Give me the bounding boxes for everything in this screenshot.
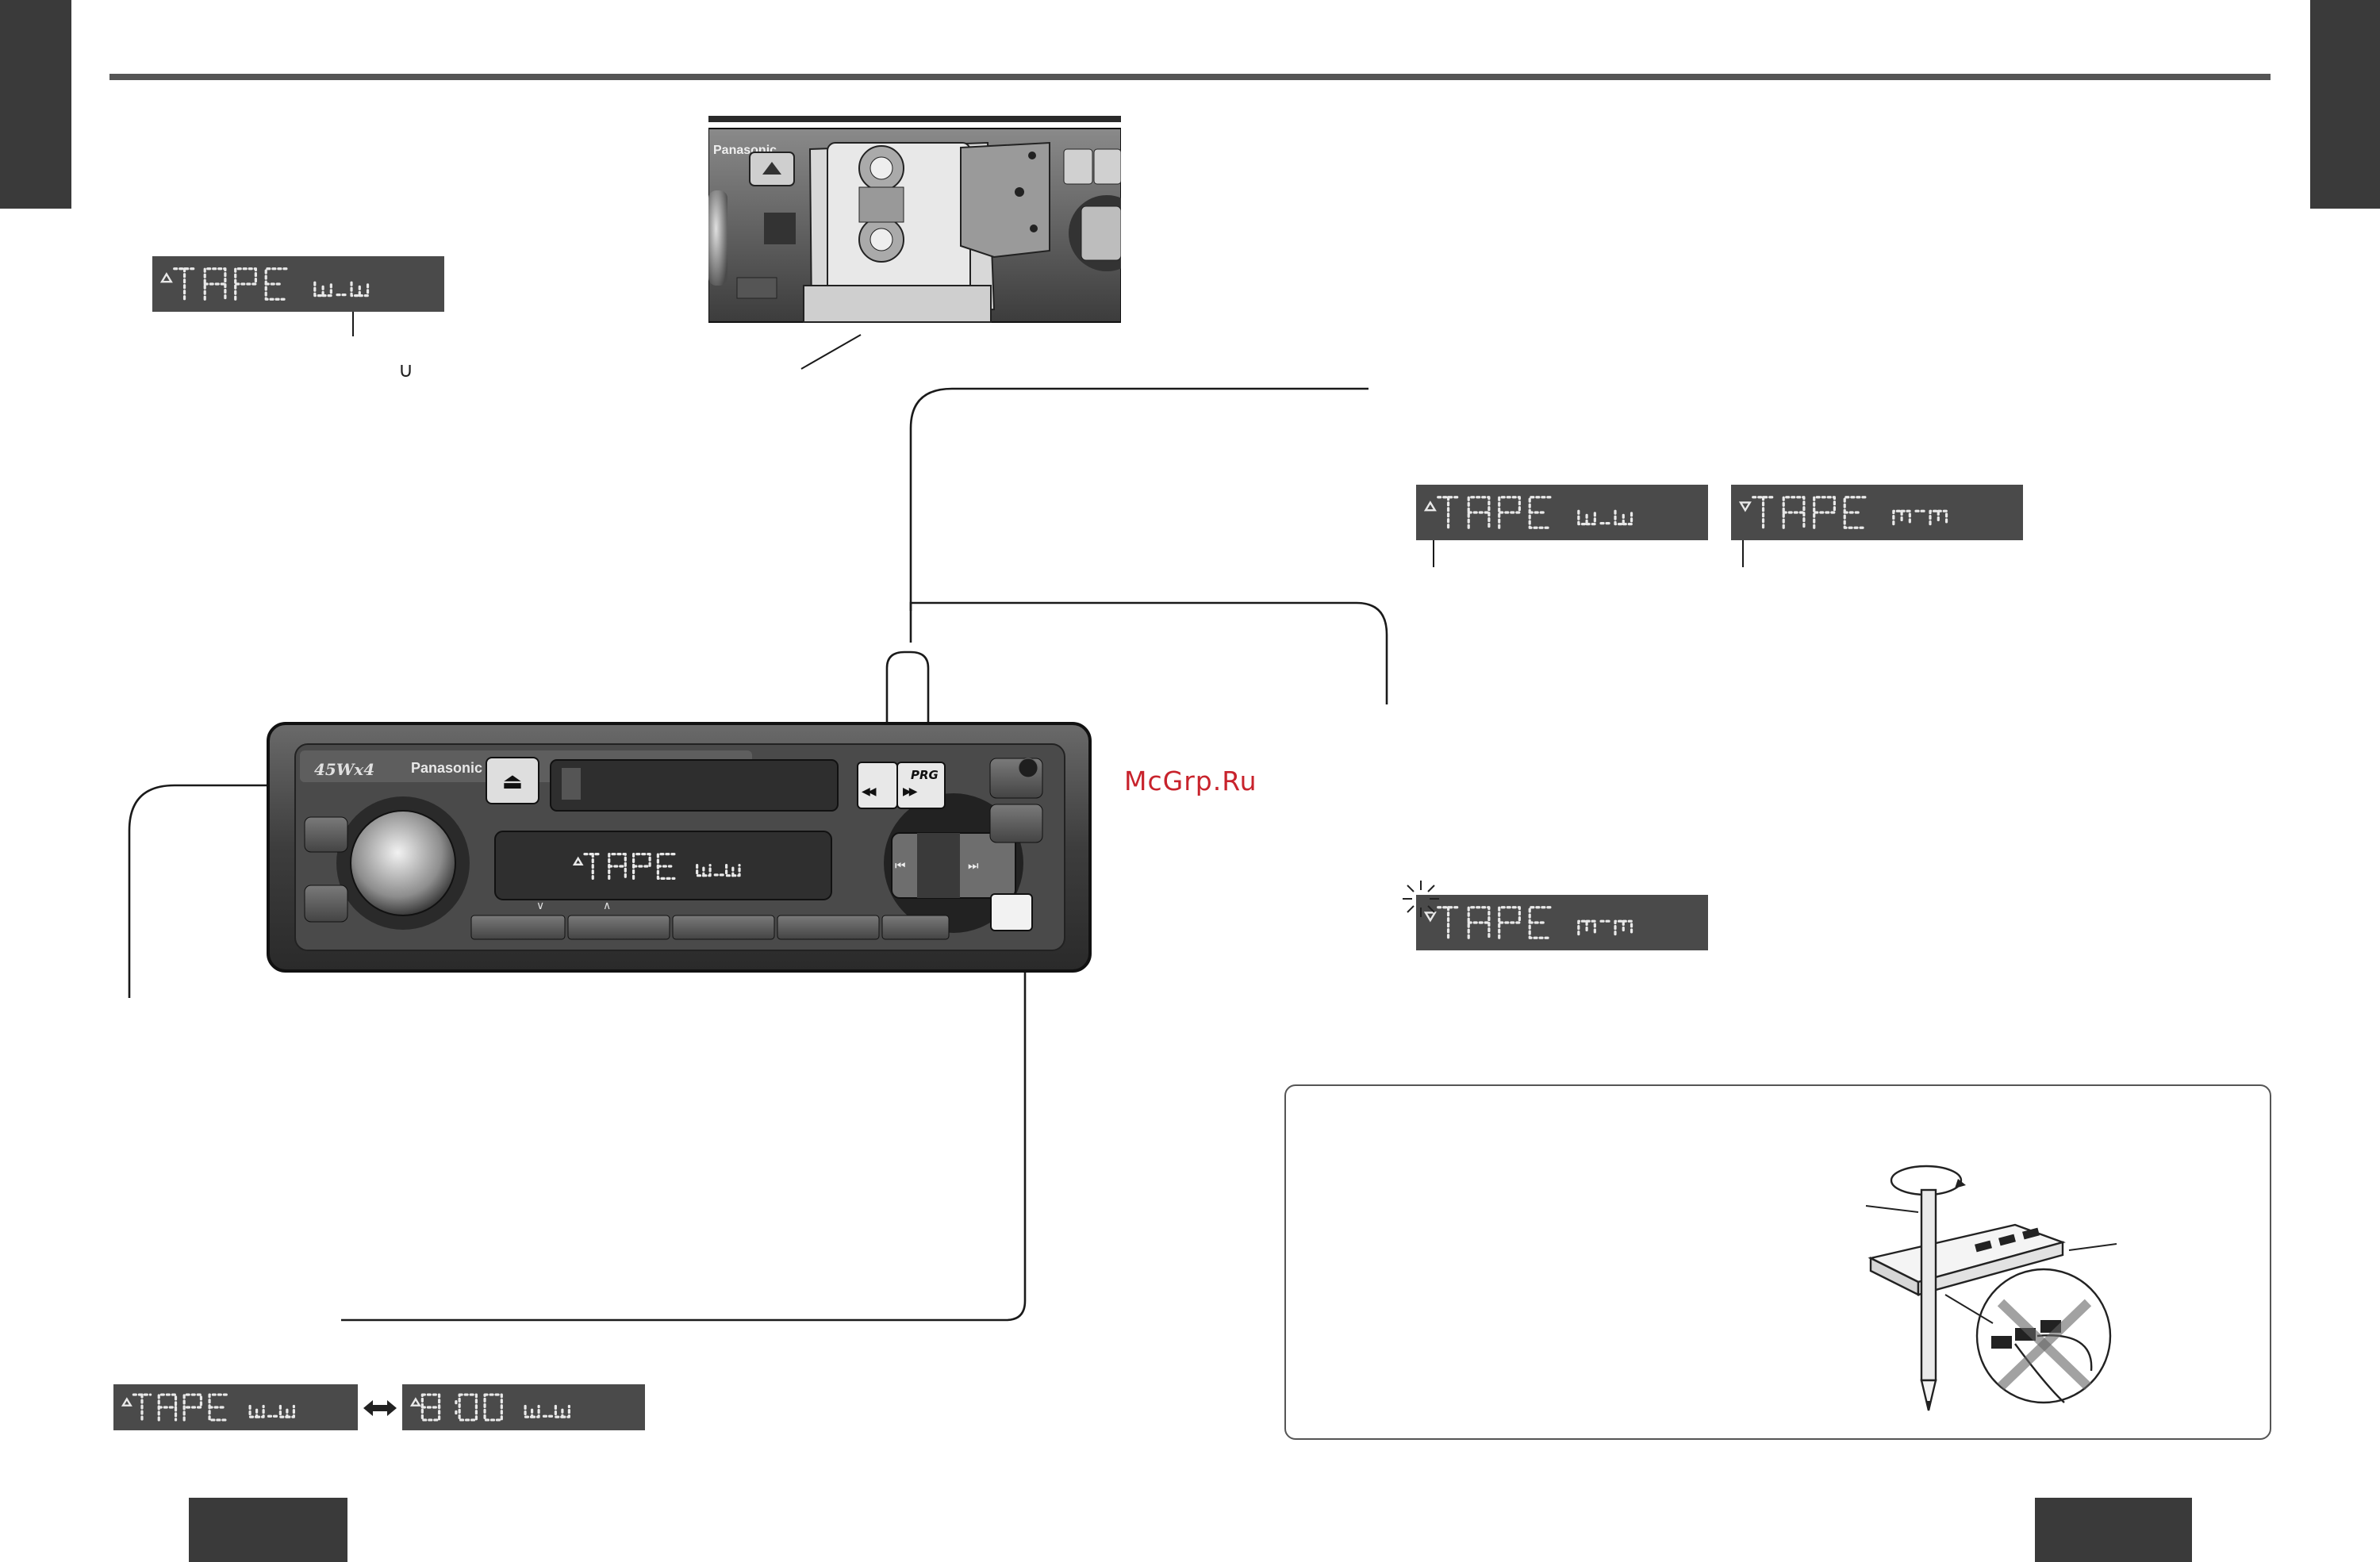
lcd-segments <box>409 1384 645 1430</box>
tape-direction-up-icon <box>1423 501 1437 512</box>
lcd-segments <box>1423 485 1708 540</box>
rewind-button[interactable]: ◀◀ <box>857 762 898 809</box>
mode-button[interactable] <box>990 893 1033 931</box>
brand-logo: Panasonic <box>411 760 483 776</box>
next-track-icon[interactable]: ⏭ <box>968 858 979 873</box>
lcd-segment <box>1894 511 1902 524</box>
lcd-segments <box>1423 895 1708 950</box>
lcd-display-mode-clock: 8:00∪‒∪ <box>402 1384 645 1430</box>
lcd-segment <box>205 269 225 300</box>
lcd-segment <box>1468 497 1489 528</box>
lcd-segment <box>1902 511 1910 524</box>
cassette-insertion-illustration: Panasonic <box>708 111 1121 327</box>
lcd-segment <box>733 865 739 876</box>
lcd-segment <box>1938 511 1946 524</box>
tape-direction-up-icon <box>121 1397 132 1407</box>
lcd-segment <box>1930 511 1938 524</box>
lcd-segment <box>422 1395 439 1420</box>
lcd-segment <box>359 282 367 295</box>
tape-direction-up-icon <box>572 856 584 865</box>
head-unit-lcd: TAPE∪‒∪ <box>565 844 803 888</box>
lcd-segment <box>1587 511 1595 524</box>
power-badge: 45Wx4 <box>314 760 375 779</box>
tape-care-note-box <box>1284 1084 2271 1440</box>
lcd-segment <box>1783 497 1804 528</box>
direction-glyph-note: ∪ <box>398 359 414 382</box>
fast-forward-icon: ▶▶ <box>903 785 917 798</box>
tape-direction-down-icon <box>1423 911 1437 923</box>
lcd-display-top-left: TAPE∪‒∪ <box>152 256 444 312</box>
lcd-segment <box>280 1407 287 1418</box>
lcd-display-side-a: TAPE∪‒∪ <box>1416 485 1708 540</box>
lcd-segment <box>1499 908 1520 938</box>
lcd-segment <box>697 865 704 876</box>
lcd-segment <box>1579 511 1587 524</box>
lcd-segment <box>634 854 651 879</box>
blink-burst-icon <box>1403 881 1439 917</box>
down-arrow-icon[interactable]: ∨ <box>536 900 545 912</box>
lcd-segment <box>1579 921 1587 934</box>
tape-direction-up-icon <box>159 272 173 283</box>
lcd-segment <box>1587 921 1595 934</box>
fast-forward-button[interactable]: PRG ▶▶ <box>896 762 946 809</box>
left-page-tab <box>0 0 71 209</box>
eject-button[interactable]: ⏏ <box>486 757 539 804</box>
lcd-segment <box>1623 921 1631 934</box>
lcd-segments <box>121 1384 358 1430</box>
toggle-arrows-icon <box>363 1400 397 1416</box>
lcd-segment <box>184 1395 201 1420</box>
lcd-segment <box>250 1407 257 1418</box>
lcd-segment <box>555 1407 562 1418</box>
lcd-segment <box>1499 497 1520 528</box>
lcd-segment <box>485 1395 501 1420</box>
lcd-display-program-blink: TAPE∩‒∩ <box>1416 895 1708 950</box>
lcd-segment <box>532 1407 539 1418</box>
lcd-segment <box>315 282 323 295</box>
prev-track-icon[interactable]: ⏮ <box>895 858 906 873</box>
lcd-segment <box>1615 511 1623 524</box>
right-page-tab <box>2310 0 2380 209</box>
lcd-segment <box>1468 908 1489 938</box>
eject-icon: ⏏ <box>501 767 524 794</box>
left-page-number-block <box>189 1498 347 1562</box>
lcd-segment <box>704 865 710 876</box>
lcd-segment <box>1814 497 1835 528</box>
tape-direction-down-icon <box>1738 501 1752 512</box>
up-arrow-icon[interactable]: ∧ <box>603 900 612 912</box>
lcd-segment <box>351 282 359 295</box>
lcd-segment <box>562 1407 570 1418</box>
header-rule <box>109 74 2271 80</box>
lcd-segment <box>1623 511 1631 524</box>
head-unit-faceplate: 45Wx4 Panasonic ⏏ ◀◀ PRG ▶▶ TAPE∪‒∪ ⏮ ⏭ … <box>267 722 1092 973</box>
lcd-segment <box>1615 921 1623 934</box>
rewind-icon: ◀◀ <box>862 785 876 798</box>
tape-direction-up-icon <box>409 1397 421 1407</box>
tape-slack-pencil-illustration <box>1865 1165 2117 1411</box>
lcd-segment <box>257 1407 264 1418</box>
lcd-segment <box>459 1395 476 1420</box>
watermark-text: McGrp.Ru <box>1124 766 1257 796</box>
lcd-segment <box>727 865 733 876</box>
lcd-segments <box>1738 485 2023 540</box>
lcd-segment <box>236 269 256 300</box>
lcd-segment <box>287 1407 294 1418</box>
lcd-segments <box>572 844 803 888</box>
lcd-segments <box>159 256 444 312</box>
lcd-display-mode-tape: TAPE∪‒∪ <box>113 1384 358 1430</box>
lcd-segment <box>323 282 331 295</box>
right-page-number-block <box>2035 1498 2192 1562</box>
lcd-segment <box>525 1407 532 1418</box>
lcd-display-side-b: TAPE∩‒∩ <box>1731 485 2023 540</box>
program-label: PRG <box>911 768 939 782</box>
